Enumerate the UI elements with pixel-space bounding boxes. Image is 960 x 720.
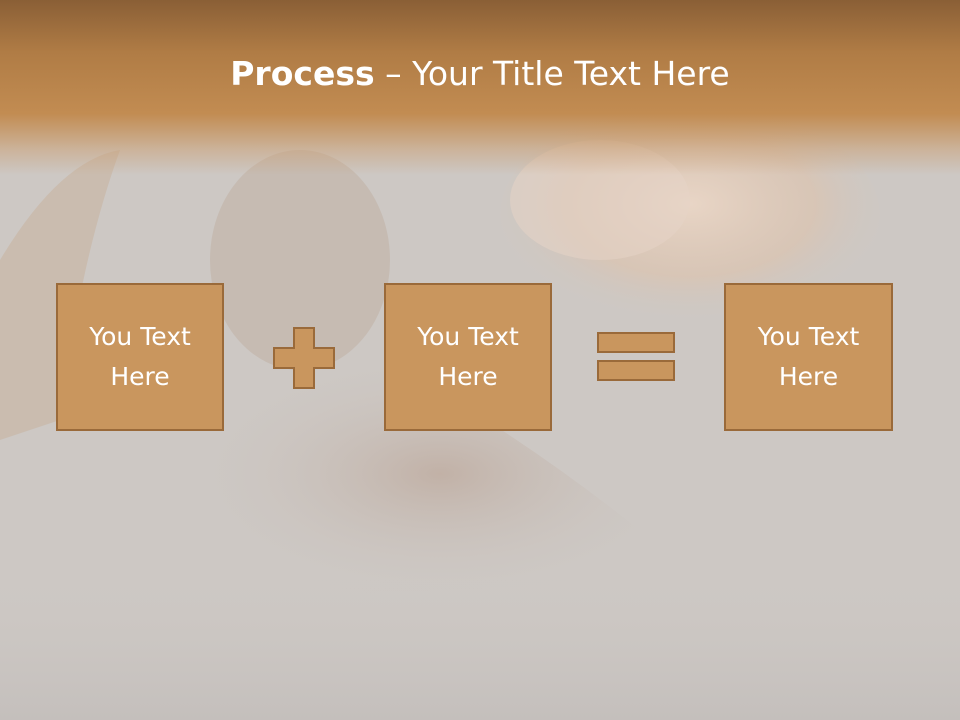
figure-silhouette — [210, 150, 390, 370]
text-box-2-label: You Text Here — [417, 322, 519, 391]
slide-title: Process – Your Title Text Here — [0, 52, 960, 96]
text-box-3-label: You Text Here — [757, 322, 860, 391]
text-box-2[interactable]: You Text Here — [384, 283, 552, 431]
title-bold: Process — [230, 54, 375, 93]
header-band — [0, 0, 960, 175]
title-rest: – Your Title Text Here — [374, 54, 730, 93]
text-box-3[interactable]: You Text Here — [724, 283, 893, 431]
text-box-1-label: You Text Here — [89, 322, 191, 391]
plus-icon — [273, 327, 335, 389]
text-box-1[interactable]: You Text Here — [56, 283, 224, 431]
equals-icon — [597, 332, 675, 381]
